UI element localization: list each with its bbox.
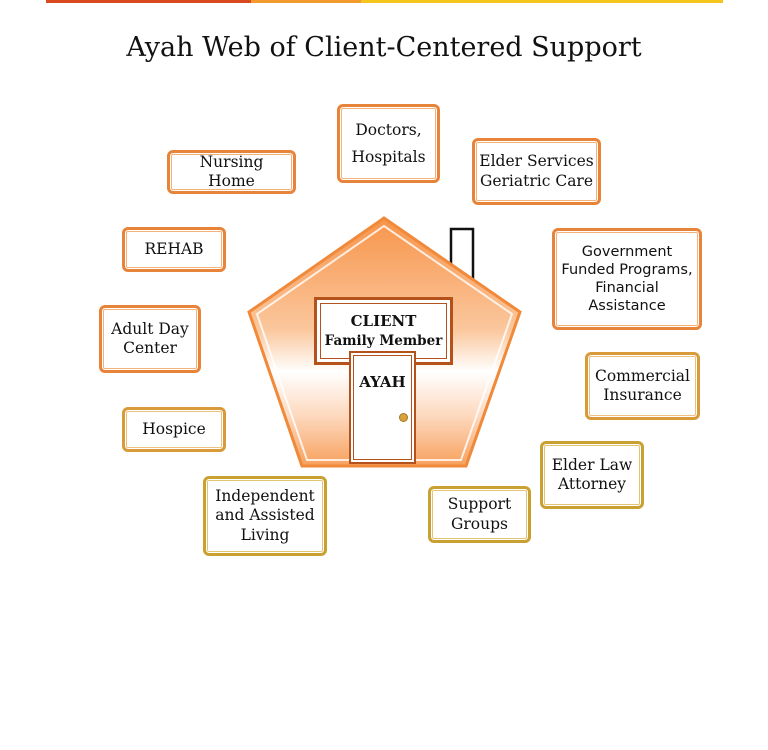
door-label: AYAH: [359, 373, 406, 391]
node-independent-assisted-living: Independent and Assisted Living: [203, 476, 327, 556]
node-hospice: Hospice: [122, 407, 226, 452]
node-adult-day-center: Adult Day Center: [99, 305, 201, 373]
node-commercial-insurance: Commercial Insurance: [585, 352, 700, 420]
diagram-title: Ayah Web of Client-Centered Support: [126, 32, 642, 63]
node-nursing-home: Nursing Home: [167, 150, 296, 194]
door: AYAH: [349, 351, 416, 464]
node-rehab: REHAB: [122, 227, 226, 272]
door-knob: [399, 413, 408, 422]
top-bar-yellow-segment: [361, 0, 723, 3]
node-doctors-hospitals: Doctors, Hospitals: [337, 104, 440, 183]
client-subtitle: Family Member: [324, 333, 443, 349]
top-bar-red-segment: [46, 0, 251, 3]
top-accent-bar: [46, 0, 723, 3]
door-inner-border: [353, 355, 412, 460]
node-support-groups: Support Groups: [428, 486, 531, 543]
top-bar-orange-segment: [251, 0, 361, 3]
node-elder-services: Elder Services Geriatric Care: [472, 138, 601, 205]
client-title: CLIENT: [350, 312, 417, 330]
node-elder-law-attorney: Elder Law Attorney: [540, 441, 644, 509]
node-government-programs: Government Funded Programs, Financial As…: [552, 228, 702, 330]
